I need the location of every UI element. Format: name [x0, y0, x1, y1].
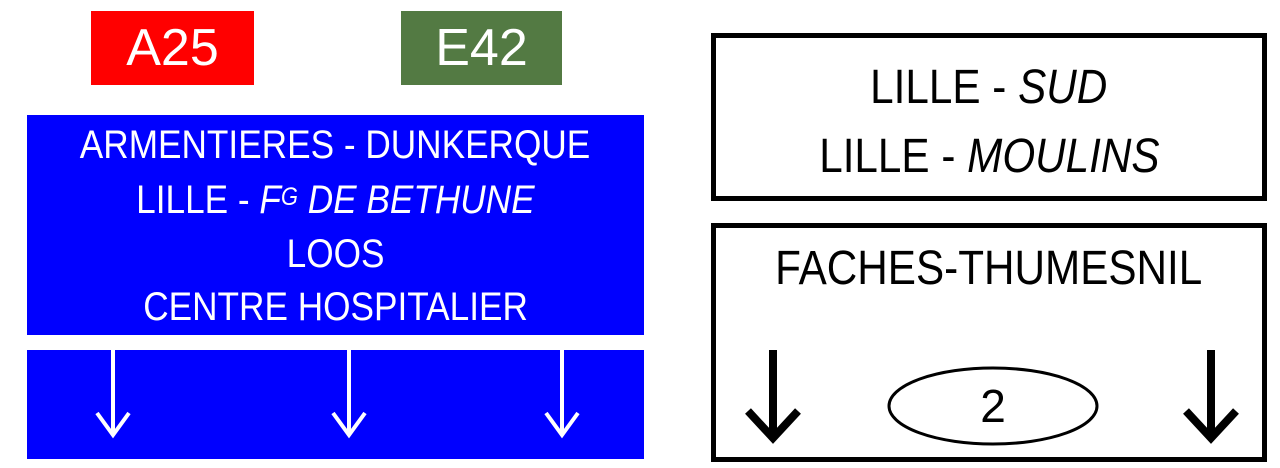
shield-label: E42: [435, 19, 528, 77]
destination-italic: DE BETHUNE: [298, 178, 535, 222]
exit-number-oval: [887, 366, 1099, 446]
destination-line: LILLE - FG DE BETHUNE: [27, 178, 644, 223]
destination-superscript: G: [281, 184, 299, 212]
destination-italic: F: [259, 178, 282, 222]
shield-label: A25: [126, 19, 219, 77]
destination-line: CENTRE HOSPITALIER: [27, 285, 644, 330]
arrow-down-icon: [95, 350, 131, 439]
a25-shield: A25: [91, 11, 254, 85]
white-exit-panel: FACHES-THUMESNIL 2: [711, 223, 1267, 462]
exit-number: 2: [980, 380, 1006, 432]
e42-shield: E42: [401, 11, 562, 85]
arrow-down-icon: [1183, 350, 1239, 444]
arrow-down-icon: [331, 350, 367, 439]
arrow-down-icon: [745, 350, 801, 444]
destination-text: LOOS: [286, 232, 385, 276]
destination-line: ARMENTIERES - DUNKERQUE: [27, 123, 644, 168]
destination-text: CENTRE HOSPITALIER: [143, 285, 528, 329]
exit-destination: FACHES-THUMESNIL: [716, 241, 1262, 296]
destination-italic: MOULINS: [966, 130, 1160, 183]
arrow-down-icon: [544, 350, 580, 439]
destination-line: LILLE - MOULINS: [716, 129, 1262, 184]
destination-italic: SUD: [1018, 61, 1108, 114]
destination-text: FACHES-THUMESNIL: [775, 242, 1203, 295]
destination-line: LOOS: [27, 232, 644, 277]
destination-text: LILLE -: [818, 130, 967, 183]
destination-line: LILLE - SUD: [716, 60, 1262, 115]
destination-text: LILLE -: [136, 178, 260, 222]
blue-arrow-panel: [27, 350, 644, 459]
destination-text: ARMENTIERES - DUNKERQUE: [80, 123, 591, 167]
blue-destination-panel: ARMENTIERES - DUNKERQUE LILLE - FG DE BE…: [27, 115, 644, 335]
white-destination-panel: LILLE - SUD LILLE - MOULINS: [711, 33, 1267, 201]
destination-text: LILLE -: [870, 61, 1019, 114]
